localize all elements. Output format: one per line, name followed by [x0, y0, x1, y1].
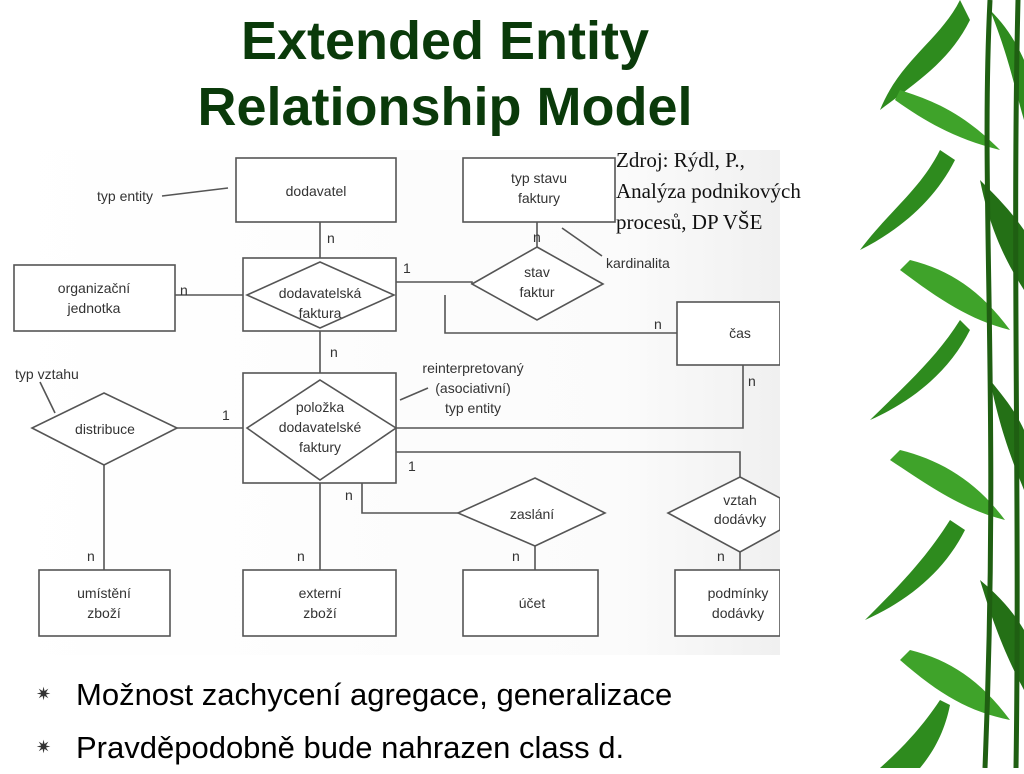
label-vztah-1: vztah	[723, 492, 756, 508]
label-polozka-1: položka	[296, 399, 344, 415]
bamboo-leaves	[860, 0, 1024, 768]
cardinality-mark: 1	[222, 407, 230, 423]
connector-lines	[39, 187, 744, 570]
annotation-reint-3: typ entity	[445, 400, 501, 416]
label-org-1: organizační	[58, 280, 130, 296]
cardinality-mark: n	[345, 487, 353, 503]
label-stav-1: stav	[524, 264, 550, 280]
slide-title: Extended Entity Relationship Model	[0, 8, 890, 140]
label-dodavatel: dodavatel	[286, 183, 347, 199]
title-line-1: Extended Entity	[240, 11, 650, 71]
bullet-list: ✷ Možnost zachycení agregace, generaliza…	[36, 668, 672, 774]
annotation-kardinalita: kardinalita	[606, 255, 670, 271]
label-stav-2: faktur	[519, 284, 554, 300]
relationship-distribuce	[30, 392, 179, 466]
source-line-2: Analýza podnikových	[616, 179, 801, 203]
title-line-2: Relationship Model	[197, 77, 693, 137]
entity-organizacni-jednotka	[13, 264, 176, 332]
cardinality-mark: n	[87, 548, 95, 564]
label-dodfak-2: faktura	[299, 305, 342, 321]
label-zaslani: zaslání	[510, 506, 554, 522]
label-polozka-2: dodavatelské	[279, 419, 362, 435]
source-citation: Zdroj: Rýdl, P., Analýza podnikových pro…	[616, 145, 876, 238]
cardinality-mark: n	[654, 316, 662, 332]
entity-umisteni-zbozi	[38, 569, 171, 637]
entity-cas	[676, 301, 780, 366]
cardinality-mark: n	[327, 230, 335, 246]
bullet-item: ✷ Možnost zachycení agregace, generaliza…	[36, 668, 672, 721]
relationship-stav-faktur	[470, 246, 605, 321]
label-umisteni-2: zboží	[87, 605, 121, 621]
label-dodfak-1: dodavatelská	[279, 285, 362, 301]
bullet-item: ✷ Pravděpodobně bude nahrazen class d.	[36, 721, 672, 774]
source-line-3: procesů, DP VŠE	[616, 210, 763, 234]
annotation-typ-entity: typ entity	[97, 188, 153, 204]
er-diagram: dodavatel typ stavu faktury organizační …	[0, 150, 780, 655]
relationship-polozka-diamond	[245, 379, 398, 481]
label-externi-2: zboží	[303, 605, 337, 621]
cardinality-mark: n	[297, 548, 305, 564]
label-umisteni-1: umístění	[77, 585, 131, 601]
label-typ-stavu-1: typ stavu	[511, 170, 567, 186]
source-line-1: Zdroj: Rýdl, P.,	[616, 148, 745, 172]
entity-podminky-dodavky	[674, 569, 780, 637]
label-typ-stavu-2: faktury	[518, 190, 560, 206]
annotation-typ-vztahu: typ vztahu	[15, 366, 79, 382]
label-cas: čas	[729, 325, 751, 341]
cardinality-mark: 1	[408, 458, 416, 474]
bullet-text: Pravděpodobně bude nahrazen class d.	[76, 730, 625, 765]
relationship-dodavatelska-faktura	[245, 261, 396, 329]
entity-ucet	[462, 569, 599, 637]
bamboo-stems	[982, 0, 1021, 768]
cardinality-mark: n	[330, 344, 338, 360]
annotation-reint-1: reinterpretovaný	[422, 360, 523, 376]
label-podminky-1: podmínky	[708, 585, 769, 601]
bullet-text: Možnost zachycení agregace, generalizace	[76, 677, 673, 712]
entity-typ-stavu-faktury	[462, 157, 616, 223]
label-externi-1: externí	[299, 585, 342, 601]
label-ucet: účet	[519, 595, 546, 611]
label-vztah-2: dodávky	[714, 511, 766, 527]
cardinality-mark: n	[717, 548, 725, 564]
cardinality-mark: n	[512, 548, 520, 564]
cardinality-mark: n	[748, 373, 756, 389]
asterisk-icon: ✷	[36, 684, 52, 704]
entity-dodavatel	[235, 157, 397, 223]
cardinality-mark: n	[180, 282, 188, 298]
label-distribuce: distribuce	[75, 421, 135, 437]
annotation-reint-2: (asociativní)	[435, 380, 510, 396]
relationship-zaslani	[456, 477, 607, 547]
asterisk-icon: ✷	[36, 737, 52, 757]
bamboo-decoration	[860, 0, 1024, 768]
cardinality-mark: n	[533, 229, 541, 245]
label-podminky-2: dodávky	[712, 605, 764, 621]
cardinality-mark: 1	[403, 260, 411, 276]
entity-externi-zbozi	[242, 569, 397, 637]
label-org-2: jednotka	[67, 300, 121, 316]
label-polozka-3: faktury	[299, 439, 341, 455]
relationship-vztah-dodavky	[666, 476, 780, 553]
